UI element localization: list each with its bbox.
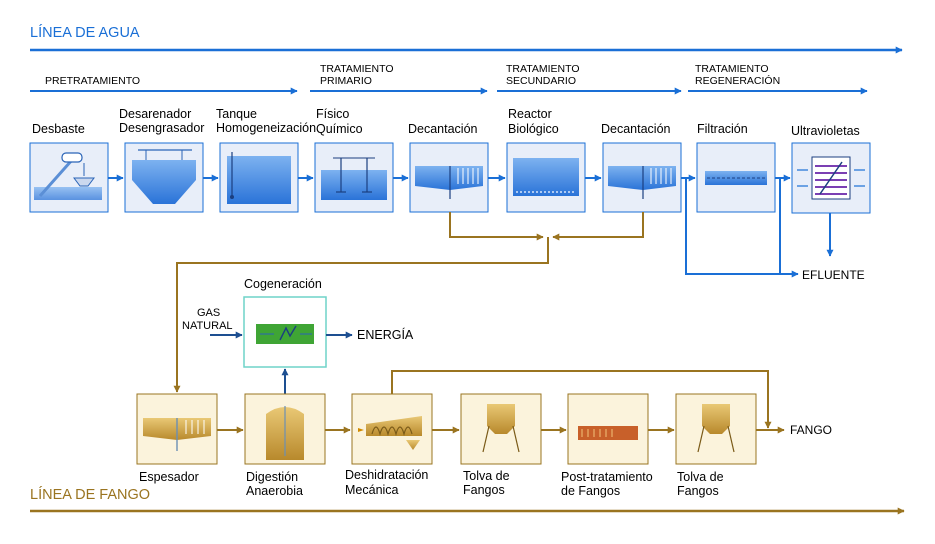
sludge-line-title: LÍNEA DE FANGO xyxy=(30,486,150,503)
box-cogeneracion xyxy=(243,296,327,368)
energia-label: ENERGÍA xyxy=(357,327,414,342)
sludge-flow-arrows xyxy=(217,370,785,434)
sludge-label-deshidratacion-2: Mecánica xyxy=(345,483,399,497)
box-decantacion-1 xyxy=(409,142,489,213)
sludge-label-digestion-2: Anaerobia xyxy=(246,484,303,498)
sludge-label-post-1: Post-tratamiento xyxy=(561,470,653,484)
box-tanque xyxy=(219,142,299,213)
process-label-decantacion-2: Decantación xyxy=(601,122,671,136)
sludge-label-tolva-1a: Tolva de xyxy=(463,469,510,483)
process-label-desbaste: Desbaste xyxy=(32,122,85,136)
gas-label-1: GAS xyxy=(197,307,220,319)
sludge-label-espesador: Espesador xyxy=(139,470,199,484)
stage-primario-line1: TRATAMIENTO xyxy=(320,63,394,75)
box-desbaste xyxy=(29,142,109,213)
gas-label-2: NATURAL xyxy=(182,320,233,332)
sludge-label-tolva-2a: Tolva de xyxy=(677,470,724,484)
sludge-label-deshidratacion-1: Deshidratación xyxy=(345,468,428,482)
efluente-label: EFLUENTE xyxy=(802,268,865,282)
process-label-fisico-2: Químico xyxy=(316,122,363,136)
box-desarenador xyxy=(124,142,204,213)
sludge-label-tolva-2b: Fangos xyxy=(677,484,719,498)
stage-pretratamiento: PRETRATAMIENTO xyxy=(45,75,140,87)
sludge-label-tolva-1b: Fangos xyxy=(463,483,505,497)
box-espesador xyxy=(136,393,218,465)
box-tolva-2 xyxy=(675,393,757,465)
energy-arrows xyxy=(210,331,353,394)
box-filtracion xyxy=(696,142,776,213)
fango-label: FANGO xyxy=(790,423,832,437)
process-label-reactor-2: Biológico xyxy=(508,122,559,136)
process-label-desarenador-2: Desengrasador xyxy=(119,121,204,135)
process-label-desarenador-1: Desarenador xyxy=(119,107,191,121)
cogeneration-label: Cogeneración xyxy=(244,277,322,291)
box-deshidratacion xyxy=(351,393,433,465)
process-label-fisico-1: Físico xyxy=(316,107,349,121)
process-label-tanque-1: Tanque xyxy=(216,107,257,121)
process-label-tanque-2: Homogeneización xyxy=(216,121,316,135)
process-label-reactor-1: Reactor xyxy=(508,107,552,121)
water-flow-arrows xyxy=(108,174,834,278)
box-reactor-biologico xyxy=(506,142,586,213)
process-label-ultravioletas: Ultravioletas xyxy=(791,124,860,138)
sludge-label-post-2: de Fangos xyxy=(561,484,620,498)
sludge-label-digestion-1: Digestión xyxy=(246,470,298,484)
stage-regeneracion-line2: REGENERACIÓN xyxy=(695,74,780,87)
box-ultravioletas xyxy=(791,142,871,214)
box-tolva-1 xyxy=(460,393,542,465)
stage-regeneracion-line1: TRATAMIENTO xyxy=(695,63,769,75)
process-label-filtracion: Filtración xyxy=(697,122,748,136)
box-decantacion-2 xyxy=(602,142,682,213)
box-digestion-anaerobia xyxy=(244,393,326,465)
stage-primario-line2: PRIMARIO xyxy=(320,75,372,87)
stage-secundario-line1: TRATAMIENTO xyxy=(506,63,580,75)
process-label-decantacion-1: Decantación xyxy=(408,122,478,136)
water-line-title: LÍNEA DE AGUA xyxy=(30,24,140,41)
box-fisico-quimico xyxy=(314,142,394,213)
sludge-return-arrows xyxy=(173,212,644,393)
box-post-tratamiento xyxy=(567,393,649,465)
stage-secundario-line2: SECUNDARIO xyxy=(506,75,576,87)
